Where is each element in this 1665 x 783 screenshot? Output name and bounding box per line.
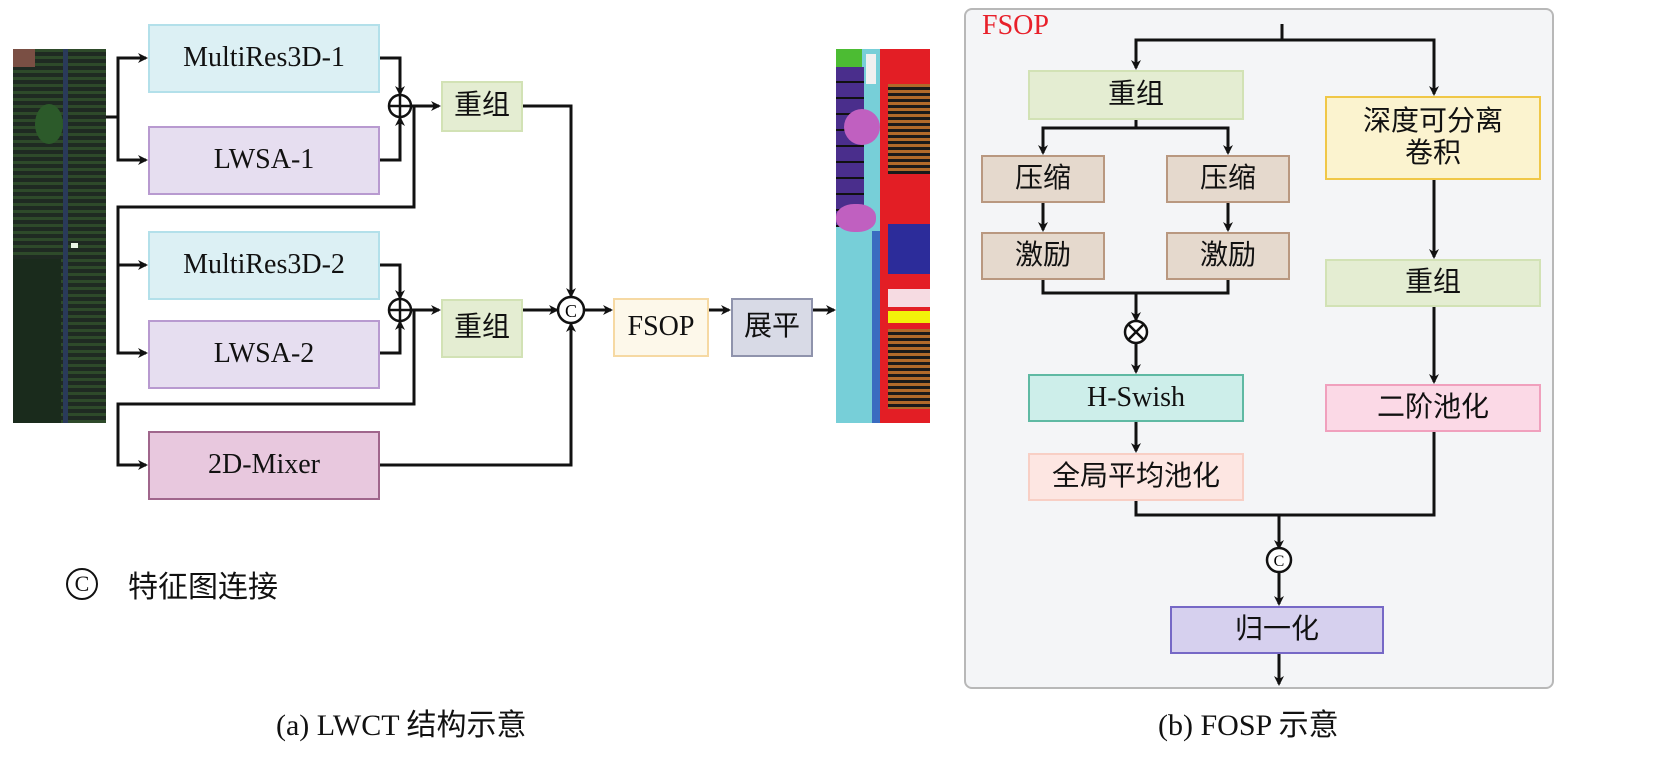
tree-patch [35,104,63,144]
lwsa-2-block: LWSA-2 [148,320,380,389]
concat-symbol-b-label: C [1274,553,1285,570]
regroup-left-block: 重组 [1028,70,1244,120]
h-swish-block: H-Swish [1028,374,1244,422]
field-patch [13,49,35,67]
caption-a: (a) LWCT 结构示意 [276,709,527,742]
concat-symbol-a-icon [556,295,586,325]
flatten-block: 展平 [731,298,813,357]
white-spot [71,243,78,248]
wire-mr2-to-add [380,263,405,300]
wire-input-to-regroup [1131,38,1282,70]
wire-input-split [106,53,148,119]
wire-residual-2 [116,310,416,470]
wire-mixer-to-concat [380,322,576,467]
dwconv-line-1: 深度可分离 [1362,105,1503,137]
map-stripes [888,84,930,174]
map-magenta-blob [844,109,880,145]
concat-symbol-a-label: C [565,301,577,321]
wire-regroup-split [1038,120,1138,155]
legend-concat: C 特征图连接 [66,562,278,606]
input-hyperspectral-image [13,49,106,423]
fsop-block: FSOP [613,298,709,357]
dwconv-line-2: 卷积 [1404,138,1461,169]
map-stripes-lower [888,329,930,409]
wire-regroup-split-right [1136,126,1233,155]
wire-regroup1-to-concat [523,104,576,298]
map-green-area [836,49,862,67]
map-white-strip [866,54,876,84]
map-blue-edge [872,231,880,423]
map-magenta-blob [836,204,876,232]
map-purple-area [836,67,864,227]
caption-b: (b) FOSP 示意 [1158,709,1339,742]
dark-field [13,259,61,423]
add-symbol-1-icon [387,93,413,119]
excite-left-block: 激励 [981,232,1105,280]
second-order-pool-block: 二阶池化 [1325,384,1541,432]
excite-right-block: 激励 [1166,232,1290,280]
lwsa-1-block: LWSA-1 [148,126,380,195]
global-avg-pool-block: 全局平均池化 [1028,453,1244,501]
map-yellow-area [888,311,930,323]
wire-gap-sop-join [1134,432,1436,517]
multires3d-1-block: MultiRes3D-1 [148,24,380,93]
wire-excite-join [1041,280,1230,295]
multiply-symbol-icon [1123,319,1149,345]
compress-left-block: 压缩 [981,155,1105,203]
regroup-1-block: 重组 [441,81,523,132]
output-classification-map [836,49,930,423]
wire-to-lwsa2 [116,265,148,358]
depthwise-separable-conv-block: 深度可分离 卷积 [1325,96,1541,180]
add-symbol-2-icon [387,297,413,323]
wire-lwsa1-to-add [380,116,405,162]
normalize-block: 归一化 [1170,606,1384,654]
2d-mixer-block: 2D-Mixer [148,431,380,500]
map-blue-area [888,224,930,274]
wire-to-lwsa1 [116,117,148,165]
map-pink-area [888,289,930,307]
regroup-right-block: 重组 [1325,259,1541,307]
fsop-panel-title: FSOP [982,10,1049,41]
wire-mr1-to-add [380,56,405,96]
concat-symbol-b-icon [1265,546,1293,574]
wire-input-to-dwconv [1282,38,1439,96]
wire-lwsa2-to-add [380,320,405,355]
legend-concat-label: 特征图连接 [128,571,278,604]
compress-right-block: 压缩 [1166,155,1290,203]
concat-symbol-icon: C [66,568,98,600]
multires3d-2-block: MultiRes3D-2 [148,231,380,300]
regroup-2-block: 重组 [441,299,523,358]
wire-residual-1 [116,106,416,270]
